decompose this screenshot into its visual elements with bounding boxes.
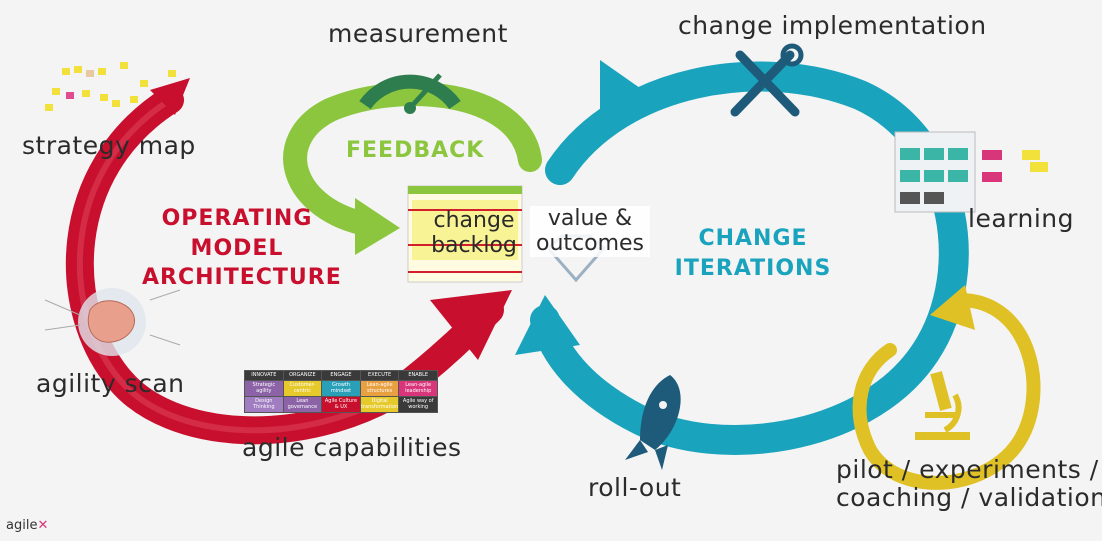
pilot-label-line1: pilot / experiments / (836, 455, 1099, 484)
cap-header-5: ENABLE (399, 371, 437, 380)
feedback-title: FEEDBACK (346, 138, 485, 163)
agility-scan-image (44, 288, 181, 356)
cap-header-3: ENGAGE (322, 371, 360, 380)
strategy-map-label: strategy map (22, 131, 196, 160)
change-iterations-top-arrowhead (600, 60, 650, 120)
operating-model-arrowhead (430, 290, 512, 360)
change-iterations-bottom-arrowhead (515, 295, 580, 355)
cap-cell: Lean-agile leadership (399, 381, 437, 396)
microscope-icon (915, 371, 970, 440)
gauge-icon (359, 73, 461, 114)
change-iterations-arc (515, 60, 969, 455)
change-backlog-line1: change (433, 208, 515, 233)
logo-x-mark: ✕ (37, 518, 49, 533)
agile-capabilities-table: INNOVATE ORGANIZE ENGAGE EXECUTE ENABLE … (244, 370, 438, 413)
change-backlog-board (407, 185, 523, 283)
cap-cell: Lean governance (283, 397, 322, 412)
logo-text: agile (6, 518, 38, 533)
pilot-loop (852, 285, 1041, 490)
learning-image (894, 131, 1048, 213)
cap-cell: Lean-agile structures (360, 381, 399, 396)
learning-label: learning (968, 204, 1074, 233)
change-iterations-line1: CHANGE (698, 226, 808, 251)
measurement-label: measurement (328, 19, 508, 48)
cap-header-2: ORGANIZE (283, 371, 322, 380)
operating-model-arc (66, 78, 512, 445)
cap-cell: Agile way of working (399, 397, 437, 412)
pilot-label-line2: coaching / validation (836, 483, 1102, 512)
change-iterations-line2: ITERATIONS (674, 255, 832, 281)
operating-model-line2: MODEL (190, 235, 284, 261)
operating-model-line3: ARCHITECTURE (142, 265, 342, 291)
cap-cell: Digital transformation (360, 397, 399, 412)
value-outcomes-line1: value & (547, 206, 633, 231)
feedback-arc (283, 82, 542, 255)
roll-out-label: roll-out (588, 473, 682, 502)
change-iterations-title: CHANGE ITERATIONS (668, 224, 838, 283)
change-backlog-line2: backlog (431, 233, 517, 259)
cap-header-1: INNOVATE (245, 371, 283, 380)
feedback-arrowhead (355, 198, 400, 255)
pilot-arrowhead (930, 285, 975, 330)
agility-scan-label: agility scan (36, 369, 185, 398)
cap-cell: Strategic agility (245, 381, 283, 396)
cap-header-4: EXECUTE (360, 371, 399, 380)
rocket-icon (625, 375, 681, 470)
change-backlog-label: change backlog (422, 208, 526, 259)
value-outcomes-label: value & outcomes (530, 206, 650, 257)
strategy-map-image (45, 62, 176, 111)
cap-cell: Agile Culture & UX (322, 397, 360, 412)
agilex-logo: agile✕ (6, 518, 48, 533)
cap-cell: Design Thinking (245, 397, 283, 412)
cap-cell: Customer-centric (283, 381, 322, 396)
tools-icon (730, 43, 804, 117)
operating-model-title: OPERATING MODEL ARCHITECTURE (142, 204, 342, 293)
value-outcomes-line2: outcomes (535, 231, 644, 257)
operating-model-line1: OPERATING (161, 206, 313, 231)
change-implementation-label: change implementation (678, 11, 987, 40)
cap-cell: Growth mindset (322, 381, 360, 396)
agile-capabilities-label: agile capabilities (242, 433, 462, 462)
